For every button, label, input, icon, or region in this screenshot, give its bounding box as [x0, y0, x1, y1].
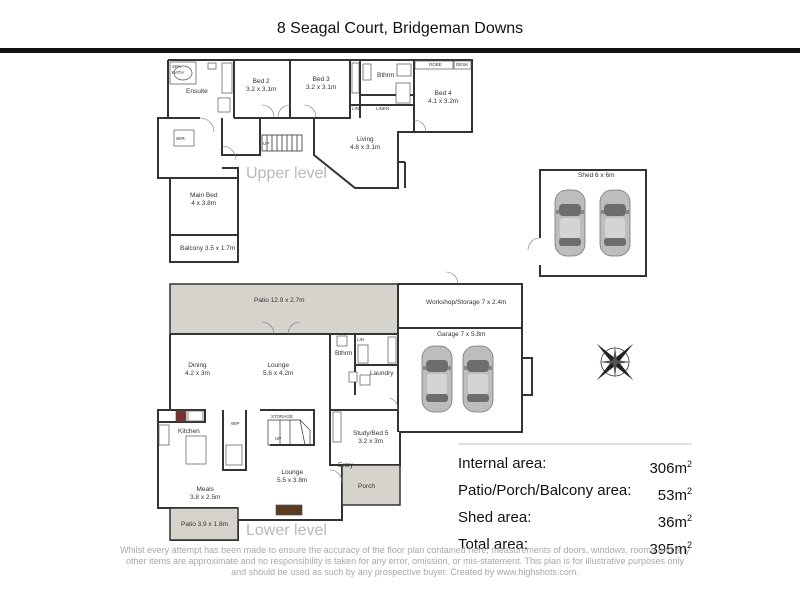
garage-cars — [421, 345, 494, 413]
fixture-lin-lower: LIN — [357, 337, 365, 342]
room-ensuite: Ensuite — [186, 88, 208, 95]
area-summary: Internal area:306m2 Patio/Porch/Balcony … — [458, 443, 692, 561]
room-kitchen: Kitchen — [178, 428, 200, 435]
area-row-shed: Shed area:36m2 — [458, 509, 692, 531]
room-workshop: Workshop/Storage 7 x 2.4m — [426, 299, 507, 306]
patio2-area — [169, 507, 239, 541]
upper-level-walls — [157, 59, 473, 263]
area-row-internal: Internal area:306m2 — [458, 455, 692, 477]
room-shed: Shed 6 x 6m — [578, 172, 615, 179]
fixture-wir: WIR — [176, 136, 185, 141]
lower-fixtures — [158, 335, 397, 516]
upper-door-arcs — [199, 104, 427, 161]
lower-door-arcs — [261, 271, 459, 483]
room-laundry: Laundry — [370, 370, 394, 377]
lower-stairs — [267, 419, 311, 446]
room-porch: Porch — [358, 483, 375, 490]
workshop-area — [397, 283, 523, 329]
room-bthrm-upper: Bthrm — [377, 72, 395, 79]
fixture-lin-upper: LIN — [352, 106, 360, 111]
fixture-spa: SPA — [172, 64, 181, 69]
fixture-up-lower: UP — [275, 436, 282, 441]
fixture-robe: ROBE — [429, 62, 442, 67]
shed — [527, 169, 647, 277]
room-bthrm-lower: Bthrm — [335, 350, 353, 357]
room-balcony: Balcony 3.5 x 1.7m — [180, 245, 236, 252]
title-underline — [0, 48, 800, 53]
patio-area — [169, 283, 399, 335]
fixture-bath: BATH — [172, 70, 184, 75]
area-summary-divider — [458, 443, 692, 445]
room-entry: Entry — [338, 462, 354, 469]
area-row-total: Total area:395m2 — [458, 536, 692, 558]
upper-fixtures — [169, 60, 472, 147]
fixture-linen: LINEN — [376, 106, 390, 111]
room-patio: Patio 12.9 x 2.7m — [254, 297, 305, 304]
fixture-desk: DESK — [456, 62, 469, 67]
room-garage: Garage 7 x 5.8m — [437, 331, 486, 338]
area-row-patio: Patio/Porch/Balcony area:53m2 — [458, 482, 692, 504]
compass-rose-icon — [575, 330, 655, 395]
fixture-storage: STORAGE — [271, 414, 293, 419]
room-patio2: Patio 3.9 x 1.8m — [181, 521, 228, 528]
disclaimer-text: Whilst every attempt has been made to en… — [120, 545, 690, 577]
fixture-wip: WIP — [231, 421, 240, 426]
lower-level-label: Lower level — [246, 522, 327, 539]
upper-level-label: Upper level — [246, 165, 327, 182]
plan-title: 8 Seagal Court, Bridgeman Downs — [276, 20, 524, 37]
upper-stairs — [261, 134, 303, 152]
porch-area — [341, 464, 401, 506]
fixture-up-upper: UP — [263, 141, 270, 146]
